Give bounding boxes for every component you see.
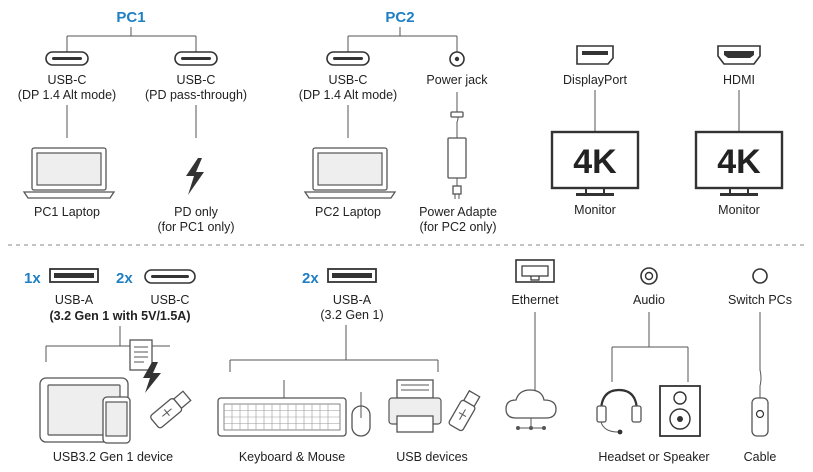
pc2-port1-label: USB-C [329,73,368,87]
switch-cable-line [759,312,762,398]
usb-c-port-tongue [52,57,82,60]
switch-button-icon [752,268,768,284]
rear-usb-a-label: USB-A [333,293,372,307]
rear-usb-a-note: (3.2 Gen 1) [320,308,383,322]
pd-only-label: PD only [174,205,219,219]
cable-label: Cable [744,450,777,464]
pc1-heading: PC1 [116,9,145,26]
rear-usb-branch [229,325,439,372]
laptop-icon [22,147,116,199]
pc1-port1-label: USB-C [48,73,87,87]
power-adapter-label: Power Adapte [419,205,497,219]
phone-icon [102,396,131,444]
pc2-laptop-label: PC2 Laptop [315,205,381,219]
usb-c-label: USB-C [151,293,190,307]
usb-stick-icon [150,390,192,429]
usb-c-port-tongue [333,57,363,60]
displayport-label: DisplayPort [563,73,627,87]
audio-label: Audio [633,293,665,307]
rear-usb-a-count: 2x [302,270,319,287]
cable-remote-icon [751,397,769,437]
headset-icon [596,388,642,435]
pc2-branch-line [347,27,458,52]
pc1-laptop-label: PC1 Laptop [34,205,100,219]
monitor-label: Monitor [718,203,760,217]
hdmi-pins [724,51,754,58]
pc1-port1-mode: (DP 1.4 Alt mode) [18,88,116,102]
pd-only-note: (for PC1 only) [157,220,234,234]
monitor-icon [694,130,784,196]
pc1-port2-mode: (PD pass-through) [145,88,247,102]
lightning-icon [186,158,204,195]
power-adapter-note: (for PC2 only) [419,220,496,234]
monitor-4k-badge: 4K [573,143,617,181]
usb-c-port-tongue [151,275,189,278]
audio-branch [611,312,689,382]
pc1-branch-line [66,27,197,52]
document-icon [129,339,153,371]
monitor-label: Monitor [574,203,616,217]
usb-devices-label: USB devices [396,450,468,464]
keyboard-mouse-label: Keyboard & Mouse [239,450,345,464]
speaker-icon [659,385,701,437]
usb-stick-icon [448,389,481,432]
usb-c-count: 2x [116,270,133,287]
pc1-port2-label: USB-C [177,73,216,87]
usb-a-label: USB-A [55,293,94,307]
displayport-pins [582,51,608,55]
power-jack-label: Power jack [426,73,488,87]
audio-jack-icon [640,267,658,285]
monitor-4k-badge: 4K [717,143,761,181]
power-adapter-icon [447,92,467,199]
monitor-icon [550,130,640,196]
pc2-port1-mode: (DP 1.4 Alt mode) [299,88,397,102]
front-ports-note: (3.2 Gen 1 with 5V/1.5A) [49,309,190,323]
hdmi-label: HDMI [723,73,755,87]
ethernet-label: Ethernet [511,293,559,307]
ethernet-port-icon [515,259,555,283]
pc1-drop-lines [66,105,197,138]
switch-pcs-label: Switch PCs [728,293,792,307]
lightning-icon [143,362,161,393]
laptop-icon [303,147,397,199]
pc2-heading: PC2 [385,9,414,26]
keyboard-icon [217,380,347,437]
headset-speaker-label: Headset or Speaker [598,450,709,464]
power-jack-icon [449,51,465,67]
usb-c-port-tongue [181,57,211,60]
usb-a-port-icon [49,268,99,283]
usb-a-port-icon [327,268,377,283]
usb-a-count: 1x [24,270,41,287]
usb3-device-label: USB3.2 Gen 1 device [53,450,173,464]
mouse-icon [351,392,371,437]
cloud-network-icon [505,389,557,430]
printer-icon [388,379,442,433]
